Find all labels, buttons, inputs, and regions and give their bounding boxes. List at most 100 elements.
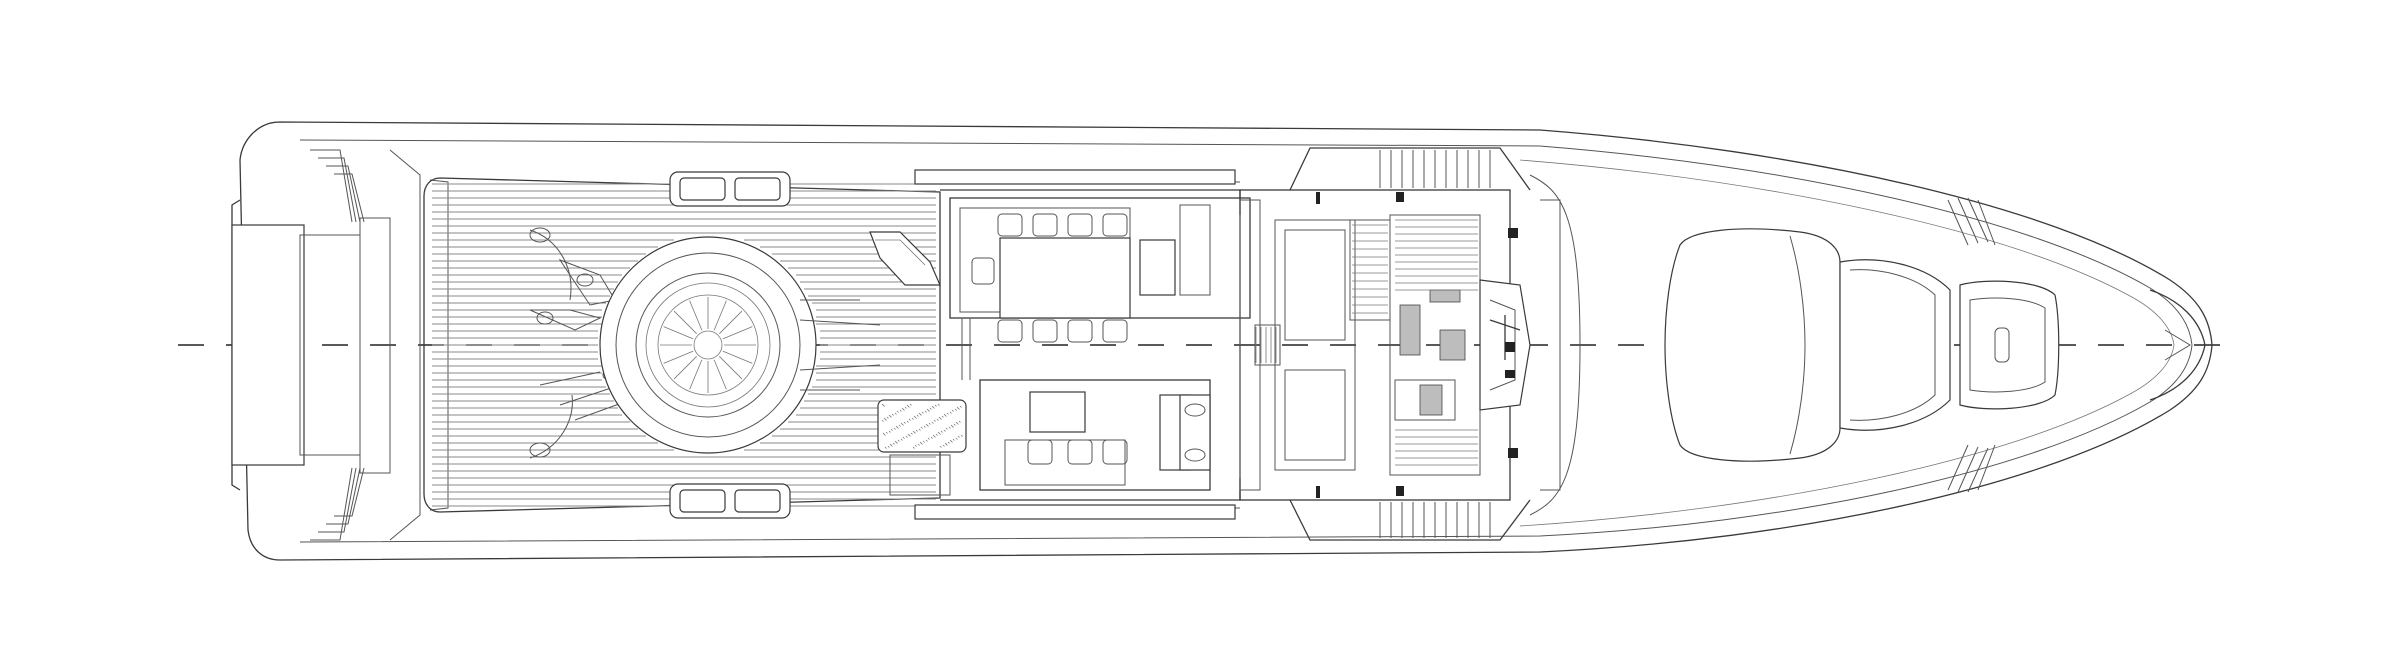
stipple-dot <box>932 406 935 409</box>
stipple-dot <box>938 432 941 435</box>
bar-counter <box>869 231 967 496</box>
chair-icon <box>1032 319 1058 343</box>
stipple-dot <box>905 435 908 438</box>
stipple-dot <box>917 443 920 446</box>
stipple-dot <box>898 424 901 427</box>
stipple-dot <box>933 435 936 438</box>
stipple-dot <box>908 434 911 437</box>
stipple-dot <box>943 429 946 432</box>
stipple-dot <box>960 434 963 437</box>
stipple-dot <box>887 445 890 448</box>
chair-icon <box>971 257 995 285</box>
stipple-dot <box>957 407 960 410</box>
stipple-dot <box>939 445 942 448</box>
sofa-segment <box>689 300 703 331</box>
stipple-dot <box>896 410 899 413</box>
stipple-dot <box>912 446 915 449</box>
stipple-dot <box>892 442 895 445</box>
stipple-dot <box>910 432 913 435</box>
stipple-dot <box>911 417 914 420</box>
sunpad-icon <box>1664 228 1841 462</box>
stipple-dot <box>956 422 959 425</box>
stipple-dot <box>884 418 887 421</box>
sofa-segment <box>719 356 743 380</box>
stipple-dot <box>959 405 962 408</box>
stipple-dot <box>924 410 927 413</box>
stipple-dot <box>908 418 911 421</box>
stipple-dot <box>882 404 885 407</box>
stipple-dot <box>936 418 939 421</box>
interior-core <box>1239 189 1531 501</box>
stipple-dot <box>940 430 943 433</box>
stipple-dot <box>948 426 951 429</box>
stipple-dot <box>884 446 887 449</box>
stipple-dot <box>934 404 937 407</box>
stipple-dot <box>904 406 907 409</box>
chair-icon <box>1102 439 1128 465</box>
bow-pulpit-icon <box>2149 289 2206 401</box>
stipple-dot <box>916 414 919 417</box>
stipple-dot <box>902 408 905 411</box>
stipple-dot <box>931 421 934 424</box>
chair-icon <box>1032 213 1058 237</box>
stipple-dot <box>926 424 929 427</box>
stipple-dot <box>894 412 897 415</box>
stipple-dot <box>890 428 893 431</box>
chair-icon <box>1067 319 1093 343</box>
stipple-dot <box>933 419 936 422</box>
stipple-dot <box>935 433 938 436</box>
stipple-dot <box>900 438 903 441</box>
stipple-dot <box>927 437 930 440</box>
stipple-dot <box>927 409 930 412</box>
stipple-dot <box>925 439 928 442</box>
sofa-segment <box>673 310 697 334</box>
stipple-dot <box>954 408 957 411</box>
stipple-dot <box>903 421 906 424</box>
stipple-dot <box>951 425 954 428</box>
stipple-dot <box>891 413 894 416</box>
stipple-dot <box>922 440 925 443</box>
stipple-dot <box>950 440 953 443</box>
stipple-dot <box>945 443 948 446</box>
stipple-dot <box>889 415 892 418</box>
stipple-dot <box>913 431 916 434</box>
chair-icon <box>1102 213 1128 237</box>
stipple-dot <box>941 415 944 418</box>
stipple-dot <box>893 427 896 430</box>
stipple-dot <box>958 420 961 423</box>
sofa-segment <box>722 326 753 340</box>
stipple-dot <box>953 423 956 426</box>
stipple-dot <box>883 433 886 436</box>
sofa-segment <box>713 300 727 331</box>
stipple-dot <box>920 426 923 429</box>
stipple-dot <box>920 442 923 445</box>
stipple-dot <box>919 413 922 416</box>
stipple-dot <box>896 426 899 429</box>
stipple-dot <box>955 437 958 440</box>
sofa-segment <box>713 359 727 390</box>
stipple-dot <box>921 411 924 414</box>
sofa-segment <box>722 350 753 364</box>
stipple-dot <box>947 441 950 444</box>
stipple-dot <box>946 412 949 415</box>
stipple-dot <box>951 409 954 412</box>
sofa-segment <box>663 326 694 340</box>
stipple-dot <box>939 417 942 420</box>
coffee-table-icon <box>1029 391 1086 433</box>
side-stairs <box>1289 147 1531 541</box>
stipple-dot <box>890 444 893 447</box>
stipple-dot <box>901 423 904 426</box>
sofa-segment <box>673 356 697 380</box>
stipple-dot <box>957 435 960 438</box>
chair-icon <box>1102 319 1128 343</box>
stipple-dot <box>906 420 909 423</box>
dining-table-icon <box>999 237 1131 319</box>
sofa-segment <box>689 359 703 390</box>
stipple-dot <box>914 444 917 447</box>
stipple-dot <box>899 409 902 412</box>
stipple-dot <box>915 429 918 432</box>
stipple-dot <box>886 416 889 419</box>
chair-icon <box>1067 439 1093 465</box>
